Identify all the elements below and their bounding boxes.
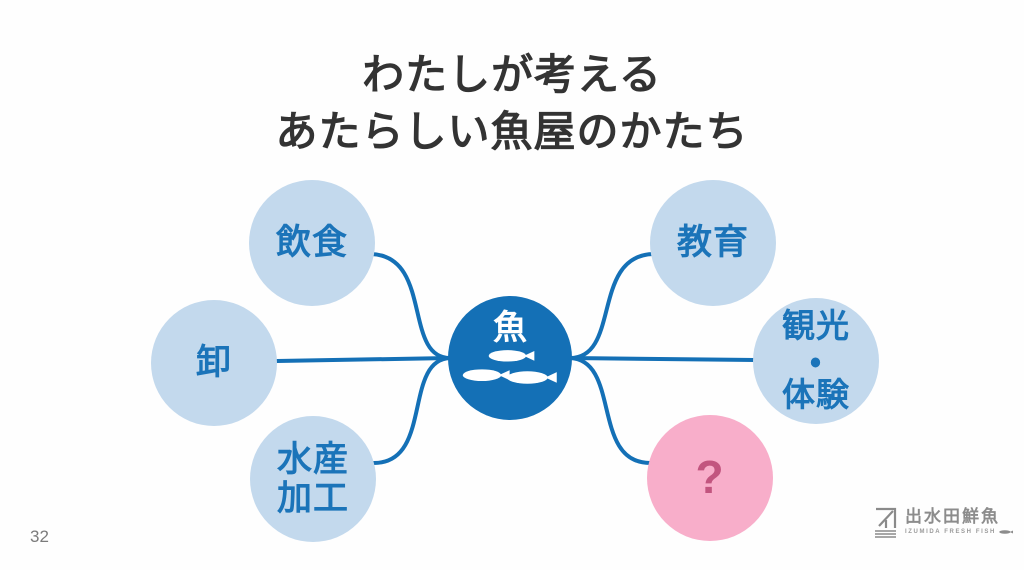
node-unknown-label: ? (695, 451, 725, 504)
slide-title-line2: あたらしい魚屋のかたち (275, 108, 749, 155)
logo-name-jp: 出水田鮮魚 (905, 507, 1000, 526)
logo-name-en: IZUMIDA FRESH FISH (905, 529, 996, 535)
connector-processing (372, 356, 452, 465)
logo-fish-icon (999, 530, 1013, 534)
slide-title: わたしが考える あたらしい魚屋のかたち (0, 46, 1024, 160)
connector-unknown (568, 356, 652, 465)
connector-education (568, 252, 655, 360)
center-node-label: 魚 (493, 309, 527, 347)
three-fish-icon (462, 350, 557, 385)
node-tourism-experience: 観光 ・ 体験 (753, 298, 879, 424)
node-tourism-experience-label: 観光 ・ 体験 (782, 307, 850, 414)
logo-text: 出水田鮮魚 IZUMIDA FRESH FISH (905, 506, 1013, 535)
node-education-label: 教育 (676, 223, 749, 263)
node-wholesale-label: 卸 (195, 343, 232, 383)
slide-title-line1: わたしが考える (362, 51, 662, 98)
node-unknown: ? (647, 415, 773, 541)
connector-tourism (568, 356, 757, 362)
node-education: 教育 (650, 180, 776, 306)
company-logo: 出水田鮮魚 IZUMIDA FRESH FISH (872, 506, 1013, 539)
node-dining-label: 飲食 (275, 223, 348, 263)
center-node-fish: 魚 (448, 296, 572, 420)
page-number: 32 (30, 527, 49, 546)
connector-wholesale (275, 356, 452, 363)
node-seafood-processing: 水産 加工 (250, 416, 376, 542)
node-seafood-processing-label: 水産 加工 (276, 439, 349, 518)
node-wholesale: 卸 (151, 300, 277, 426)
node-dining: 飲食 (249, 180, 375, 306)
izumida-logo-icon (875, 507, 897, 538)
connector-dining (369, 252, 452, 360)
